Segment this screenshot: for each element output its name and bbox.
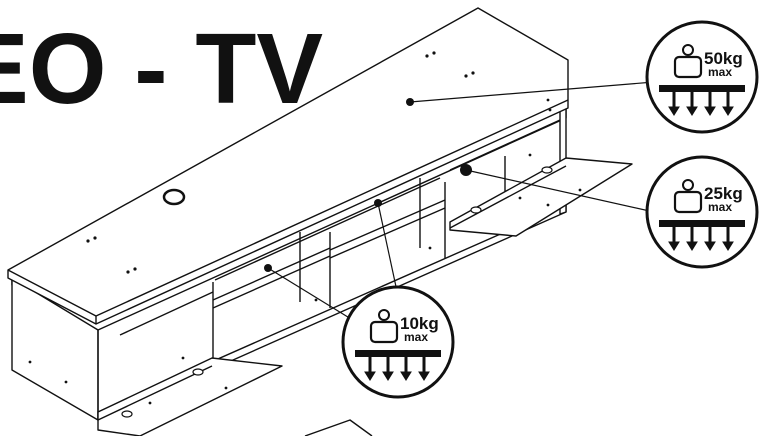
badge-max-label: max [708, 65, 732, 79]
weight-icon [369, 309, 399, 344]
badge-weight-label: 10kg [400, 314, 439, 333]
weight-icon [673, 44, 703, 79]
load-arrows [668, 92, 734, 116]
right-flap-door [449, 157, 633, 237]
load-arrows [364, 357, 430, 381]
load-badge-side-compartment: 25kg max [645, 155, 759, 269]
badge-weight-label: 50kg [704, 49, 743, 68]
product-title: EO - TV [0, 13, 323, 125]
badge-max-label: max [708, 200, 732, 214]
badge-max-label: max [404, 330, 428, 344]
load-badge-shelf: 10kg max [341, 285, 455, 399]
load-badge-top: 50kg max [645, 20, 759, 134]
left-flap-door [97, 357, 283, 436]
badge-weight-label: 25kg [704, 184, 743, 203]
leader-lines [264, 81, 655, 323]
weight-icon [673, 179, 703, 214]
top-holes [28, 51, 552, 384]
tv-cabinet [7, 7, 633, 436]
load-arrows [668, 227, 734, 251]
cable-hole [162, 188, 186, 206]
